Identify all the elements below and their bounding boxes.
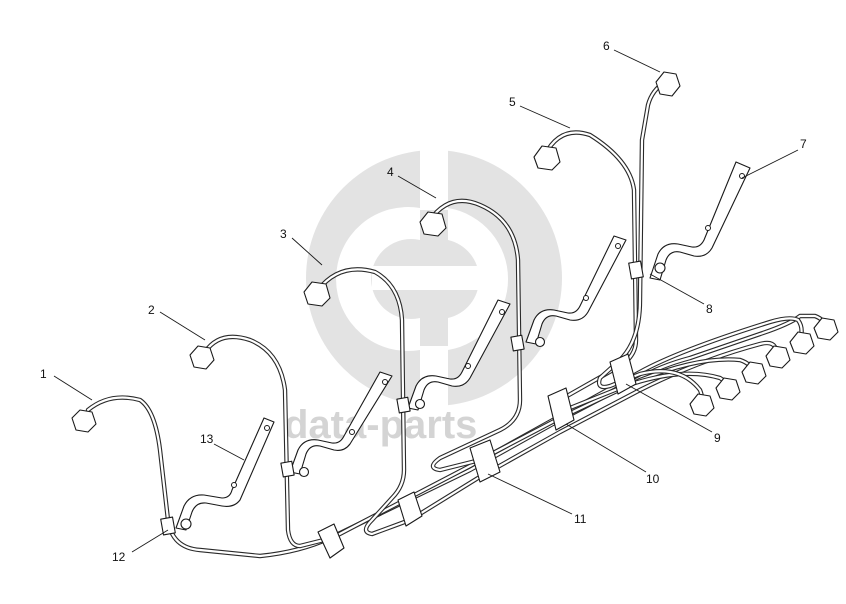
leader-5 [519,105,571,129]
callout-1: 1 [40,367,47,381]
callout-8: 8 [706,302,713,316]
leader-6 [613,49,661,73]
callout-12: 12 [112,550,126,564]
bundle-clamp-9 [609,353,637,395]
clamp-b-screw [298,466,310,478]
pump-nut-2 [715,377,741,401]
bracket-13-hole-2 [231,482,237,488]
nuts [71,71,839,433]
pump-nut-6 [813,317,839,341]
leader-1 [53,375,93,401]
clamp-c [396,396,411,414]
nut-6 [655,71,681,97]
bundle-clamp-10 [547,387,575,431]
pipe-6 [596,79,705,407]
leader-4 [397,175,437,199]
bracket-4-hole [615,243,621,249]
bundle-clamp-b [397,491,423,527]
leader-11 [487,473,573,515]
bracket-3-hole [499,309,505,315]
callout-5: 5 [509,95,516,109]
callout-11: 11 [574,512,587,526]
clamps [160,260,666,559]
bundle-clamp-a [317,523,345,559]
brackets [175,161,751,531]
callout-13: 13 [200,432,214,446]
nut-5 [533,145,561,171]
leader-lines [53,49,799,553]
bracket-4-hole-2 [583,295,589,301]
nut-4 [419,211,447,237]
callout-7: 7 [800,137,807,151]
clamp-c-screw [414,398,426,410]
callout-3: 3 [280,227,287,241]
leader-10 [565,423,647,473]
bracket-13 [175,417,275,531]
clamp-d-screw [534,336,546,348]
bracket-2-hole [382,379,388,385]
clamp-12-screw [180,518,192,530]
pipe-3 [315,267,779,537]
callout-9: 9 [714,431,721,445]
clamp-12 [160,516,176,536]
callout-4: 4 [387,165,394,179]
bracket-7 [649,161,751,281]
pipe-4 [427,198,755,473]
leader-7 [741,149,799,179]
pump-nut-1 [689,393,715,417]
clamp-b [280,460,295,478]
bracket-2-hole-2 [349,429,355,435]
watermark-logo [306,150,562,406]
bracket-3-hole-2 [465,363,471,369]
pump-nut-4 [765,345,791,369]
callout-labels: 1 2 3 4 5 6 7 8 9 10 11 12 13 [40,39,807,564]
bracket-3 [407,299,511,411]
pump-nut-5 [789,331,815,355]
pump-nut-3 [741,361,767,385]
bundle-clamp-11 [469,439,501,483]
leader-9 [625,383,713,433]
clamp-8 [628,260,644,280]
nut-2 [189,345,215,370]
leader-3 [291,237,323,266]
callout-2: 2 [148,303,155,317]
leader-12 [131,529,169,553]
leader-2 [159,311,206,341]
nut-3 [303,281,331,307]
nut-1 [71,409,97,433]
callout-10: 10 [646,472,660,486]
callout-6: 6 [603,39,610,53]
clamp-d [510,334,525,352]
leader-8 [649,273,705,305]
leader-13 [213,443,245,461]
bracket-13-hole [264,425,270,431]
bracket-7-hole-2 [705,225,711,231]
clamp-8-screw [654,262,666,274]
